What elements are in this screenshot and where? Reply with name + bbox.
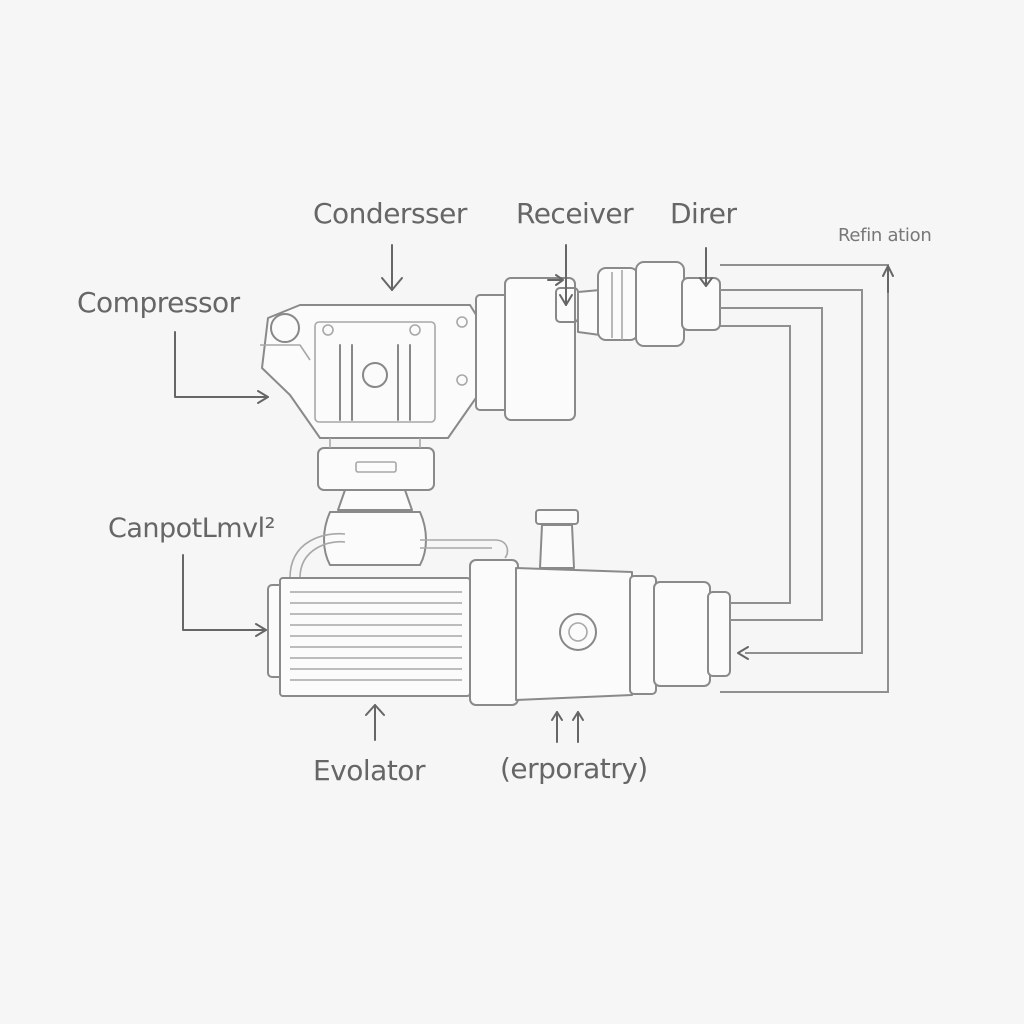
drier-unit	[577, 261, 721, 347]
capillary-arrow	[182, 554, 267, 637]
evaporator-label: Evolator	[313, 754, 425, 787]
receiver-label: Receiver	[516, 197, 634, 230]
drier-label: Direr	[670, 197, 737, 230]
drier-arrow	[699, 247, 713, 287]
refrigeration-label: Refin ation	[838, 225, 932, 246]
compressor-unit	[260, 304, 479, 566]
condenser-arrow	[381, 244, 403, 291]
receiver-arrow	[547, 244, 573, 306]
capillary-label: CanpotLmvl²	[108, 513, 275, 544]
condenser-label: Condersser	[313, 197, 467, 230]
evaporator-arrow	[365, 704, 385, 741]
compressor-label: Compressor	[77, 286, 240, 319]
evaporator-unit	[267, 509, 731, 706]
evaporatory-arrows	[551, 711, 584, 743]
evaporatory-label: (erporatry)	[500, 752, 648, 785]
return-arrow	[737, 646, 749, 660]
compressor-arrow	[174, 331, 269, 404]
coil-fins	[290, 591, 462, 681]
receiver-unit	[475, 277, 579, 421]
refrigeration-arrow	[882, 265, 894, 293]
refrigerant-lines	[720, 264, 889, 693]
